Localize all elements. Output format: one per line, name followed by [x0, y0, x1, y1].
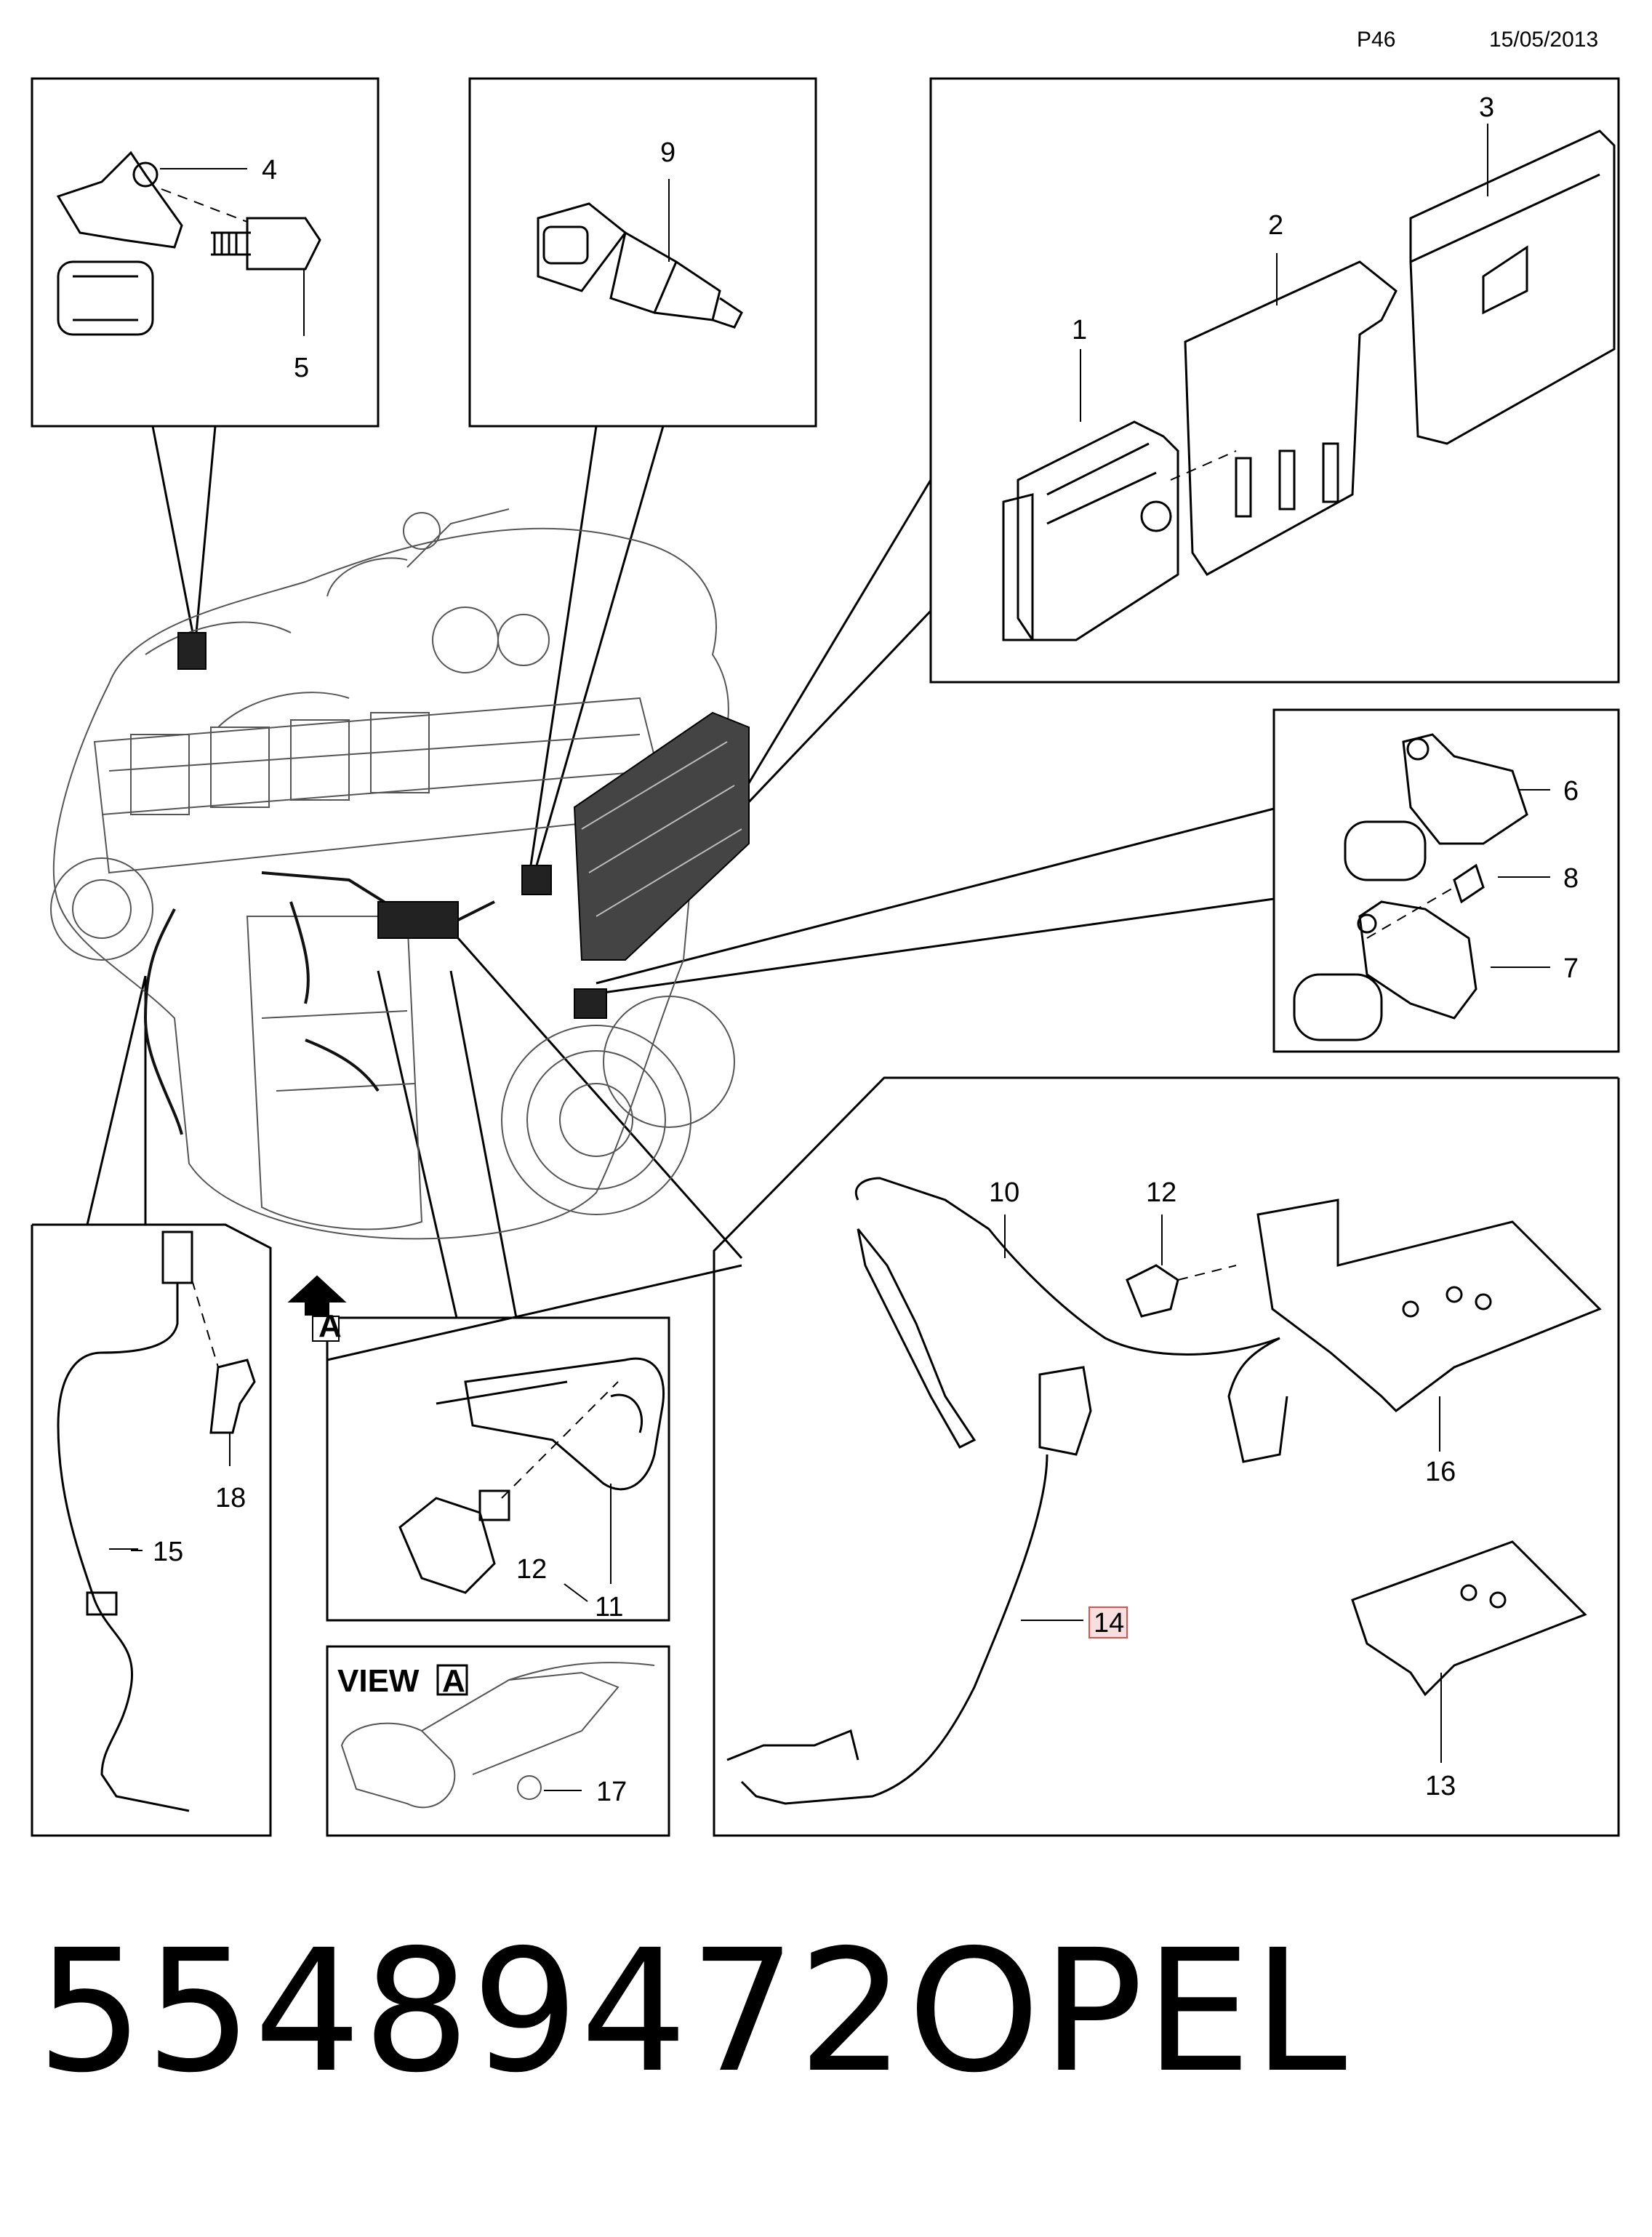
brand-name: OPEL — [907, 1913, 1349, 2110]
inset-frame-bracket-clip — [326, 1316, 670, 1622]
callout-8: 8 — [1563, 863, 1579, 894]
cam-sensor-drawing — [56, 151, 321, 336]
callout-7: 7 — [1563, 953, 1579, 984]
callout-5: 5 — [294, 353, 309, 383]
leader-lines — [86, 425, 1275, 1361]
oxygen-sensors-drawing — [726, 1177, 1602, 1805]
inset-frame-ecu — [929, 77, 1620, 684]
engine-ecu-mounted — [573, 711, 750, 961]
page-date: 15/05/2013 — [1489, 28, 1599, 52]
inset-frame-view-a — [326, 1645, 670, 1837]
callout-4: 4 — [262, 155, 277, 185]
parts-diagram: A 4 5 9 — [31, 77, 1620, 1837]
callout-15: 15 — [153, 1537, 183, 1567]
inset-frame-temp-sensor — [468, 77, 817, 428]
part-number: 55489472 — [36, 1913, 907, 2110]
callout-12a: 12 — [516, 1554, 547, 1585]
inset-frame-crank-sensor — [1272, 708, 1620, 1053]
view-a-drawing — [340, 1662, 655, 1809]
ecu-drawing — [1002, 129, 1616, 641]
callout-12b: 12 — [1146, 1177, 1176, 1208]
callout-10: 10 — [989, 1177, 1019, 1208]
page-code: P46 — [1357, 28, 1396, 52]
callout-14: 14 — [1094, 1608, 1124, 1638]
callout-2: 2 — [1268, 210, 1283, 241]
engine-sensor-marks — [177, 632, 607, 1019]
callout-18: 18 — [215, 1483, 246, 1513]
crank-sensor-drawing — [1293, 733, 1528, 1041]
temp-sensor-drawing — [537, 202, 743, 329]
callout-16: 16 — [1425, 1457, 1456, 1487]
callout-17: 17 — [596, 1777, 627, 1807]
callout-1: 1 — [1072, 315, 1087, 345]
view-a-arrow-letter: A — [318, 1308, 342, 1344]
inset-frame-oxygen-sensors — [713, 1076, 1620, 1837]
view-a-arrow-icon — [287, 1275, 347, 1342]
view-a-letter-box — [436, 1664, 468, 1696]
view-a-label: VIEW — [337, 1663, 420, 1699]
callout-3: 3 — [1479, 92, 1494, 123]
inset-frame-exhaust-sensor — [31, 1223, 272, 1837]
callout-13: 13 — [1425, 1771, 1456, 1801]
callout-6: 6 — [1563, 776, 1579, 807]
callout-14-highlight — [1088, 1606, 1128, 1638]
exhaust-sensor-drawing — [57, 1230, 256, 1812]
view-a-letter: A — [442, 1663, 465, 1699]
callout-11: 11 — [595, 1592, 623, 1622]
inset-frame-cam-sensor — [31, 77, 380, 428]
callout-9: 9 — [660, 137, 675, 168]
